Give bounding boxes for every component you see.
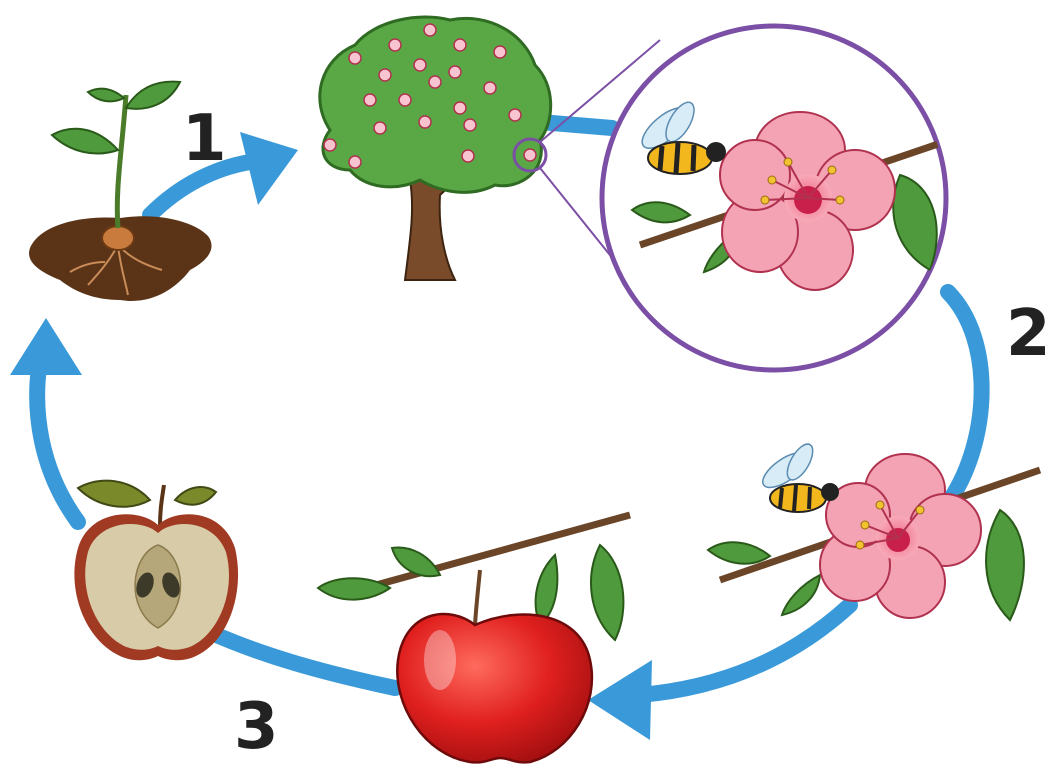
seedling-stem	[117, 95, 126, 228]
zoom-circle	[602, 26, 950, 370]
stage-number-3: 3	[234, 690, 279, 764]
apple-icon	[318, 515, 630, 762]
pollination-flower	[708, 440, 1040, 620]
bee-icon	[757, 440, 839, 512]
apple-half-stem	[160, 485, 164, 525]
seed	[102, 226, 134, 250]
seedling-leaf-right	[126, 82, 180, 109]
arrow-apple-to-half	[205, 630, 395, 688]
seedling-leaf-top	[88, 89, 124, 102]
apple-leaf-2	[392, 547, 440, 576]
arrow-half-to-seedling	[37, 360, 78, 522]
arrowhead-flower-to-apple	[588, 660, 652, 740]
apple-half-icon	[74, 481, 238, 660]
apple-half-leaf-left	[78, 481, 150, 507]
flower-leaf-bottom	[782, 575, 820, 615]
apple-stem	[475, 570, 480, 625]
arrowhead-half-to-seedling	[10, 318, 82, 375]
apple-leaf-4	[591, 545, 623, 640]
arrow-flower-to-apple	[640, 605, 850, 695]
stage-number-2: 2	[1006, 297, 1051, 371]
stage-number-1: 1	[182, 102, 227, 176]
flower-leaf-left	[708, 542, 770, 563]
seedling-leaf-left	[52, 129, 118, 154]
apple-half-leaf-right	[175, 487, 216, 505]
apple-highlight	[424, 630, 456, 690]
arrow-zoom-to-flower	[948, 292, 982, 500]
flower-leaf-right	[986, 510, 1024, 620]
connector-tree-to-zoom	[540, 122, 612, 128]
apple-body	[397, 614, 592, 762]
apple-branch	[340, 515, 630, 595]
